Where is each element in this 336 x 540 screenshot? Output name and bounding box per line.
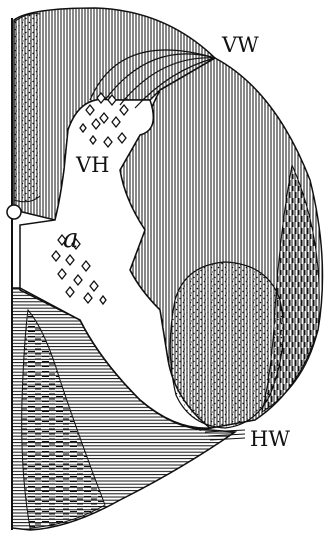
label-a: a [63,224,79,254]
label-vw: VW [221,33,259,57]
label-hw: HW [250,427,290,451]
ventral-dotted-strip [14,14,40,202]
central-canal [7,205,21,219]
label-vh: VH [75,153,109,177]
